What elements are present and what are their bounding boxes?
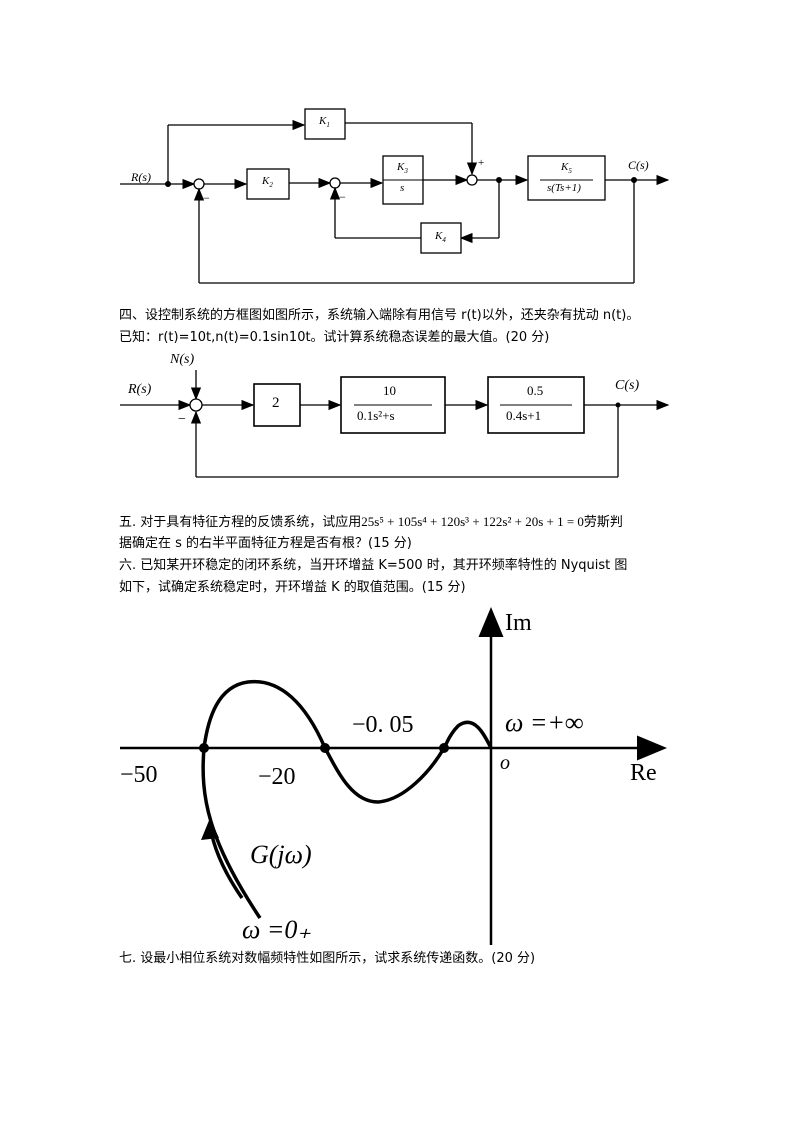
origin-label: o	[500, 752, 510, 774]
tick-minus-20: −20	[258, 764, 296, 790]
block-k2: K2	[262, 175, 273, 190]
input-label-2: R(s)	[128, 382, 152, 397]
g1-numerator: 10	[383, 383, 396, 398]
input-label: R(s)	[131, 170, 151, 184]
minus-sign-1: −	[203, 191, 210, 205]
question-5-prefix: 五. 对于具有特征方程的反馈系统，试应用	[119, 515, 362, 530]
question-5-line-2: 据确定在 s 的右半平面特征方程是否有根？(15 分)	[119, 536, 412, 551]
block-k1: K1	[319, 115, 330, 130]
question-4-line-1: 四、设控制系统的方框图如图所示，系统输入端除有用信号 r(t)以外，还夹杂有扰动…	[119, 308, 640, 323]
plus-sign: +	[478, 157, 485, 169]
tick-minus-005: −0. 05	[352, 712, 414, 738]
question-5-line-1: 五. 对于具有特征方程的反馈系统，试应用25s⁵ + 105s⁴ + 120s³…	[119, 511, 623, 534]
block-k3-den: s	[400, 182, 405, 194]
question-4-line-2: 已知：r(t)=10t,n(t)=0.1sin10t。试计算系统稳态误差的最大值…	[119, 330, 550, 345]
block-k4: K4	[435, 230, 446, 245]
output-label-2: C(s)	[615, 378, 640, 393]
disturbance-label: N(s)	[170, 352, 195, 367]
question-5-suffix: 劳斯判	[583, 515, 623, 530]
output-label: C(s)	[628, 158, 649, 172]
transfer-function-label: G(jω)	[250, 840, 312, 869]
question-6-line-1: 六. 已知某开环稳定的闭环系统，当开环增益 K=500 时，其开环频率特性的 N…	[119, 558, 628, 573]
minus-sign-2: −	[339, 190, 346, 204]
tick-minus-50: −50	[120, 762, 158, 788]
block-k3-num: K3	[397, 161, 408, 176]
question-6-line-2: 如下，试确定系统稳定时，开环增益 K 的取值范围。(15 分)	[119, 580, 466, 595]
minus-sign-3: −	[178, 412, 186, 427]
question-7-line-1: 七. 设最小相位系统对数幅频特性如图所示，试求系统传递函数。(20 分)	[119, 951, 536, 966]
re-axis-label: Re	[630, 760, 657, 786]
block-k5-num: K5	[561, 161, 572, 176]
omega-zero-label: ω =0₊	[242, 915, 312, 944]
g2-denominator: 0.4s+1	[506, 408, 542, 423]
block-k5-den: s(Ts+1)	[547, 182, 581, 194]
g1-denominator: 0.1s²+s	[357, 408, 395, 423]
omega-infinity-label: ω =+∞	[505, 708, 584, 737]
g2-numerator: 0.5	[527, 383, 544, 398]
characteristic-equation: 25s⁵ + 105s⁴ + 120s³ + 122s² + 20s + 1 =…	[361, 514, 584, 529]
gain-block: 2	[272, 395, 280, 411]
im-axis-label: Im	[505, 610, 532, 636]
